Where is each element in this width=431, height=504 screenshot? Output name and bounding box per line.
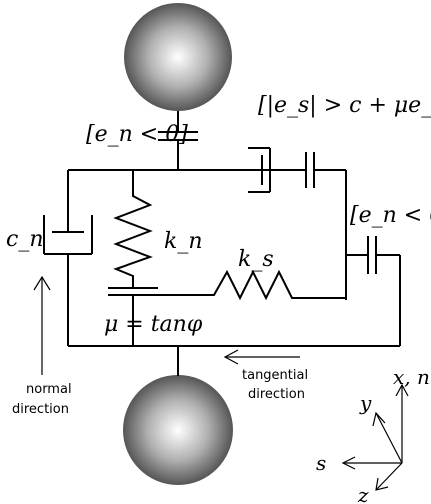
top-particle — [124, 3, 232, 111]
tangential-direction-arrow — [223, 349, 300, 365]
shear-spring — [208, 269, 346, 301]
slip-condition-label: [|e_s| > c + μe_n] — [258, 93, 431, 118]
top-stem — [158, 111, 198, 170]
bottom-particle — [123, 375, 233, 485]
normal-damper-label: c_n — [6, 227, 44, 252]
friction-label: μ = tanφ — [104, 312, 203, 337]
shear-compress-condition-label: [e_n < 0] — [350, 203, 431, 228]
normal-direction-label-line1: normal — [26, 382, 72, 397]
normal-dashpot — [43, 170, 93, 346]
axis-y-label: y — [359, 391, 372, 415]
coordinate-axes — [341, 383, 409, 491]
shear-gap — [346, 236, 401, 346]
axis-x-n-label: x, n — [393, 365, 430, 389]
shear-spring-label: k_s — [238, 247, 274, 272]
normal-spring — [113, 170, 153, 288]
slider-element — [248, 147, 347, 300]
tangential-direction-label-line1: tangential — [242, 368, 308, 383]
normal-compress-condition-label: [e_n < 0] — [86, 122, 188, 147]
friction-slider — [108, 287, 208, 346]
axis-s-label: s — [316, 451, 326, 475]
normal-direction-label-line2: direction — [12, 402, 69, 417]
axis-z-label: z — [357, 483, 369, 504]
normal-spring-label: k_n — [164, 229, 203, 254]
normal-direction-arrow — [33, 275, 51, 375]
tangential-direction-label-line2: direction — [248, 387, 305, 402]
